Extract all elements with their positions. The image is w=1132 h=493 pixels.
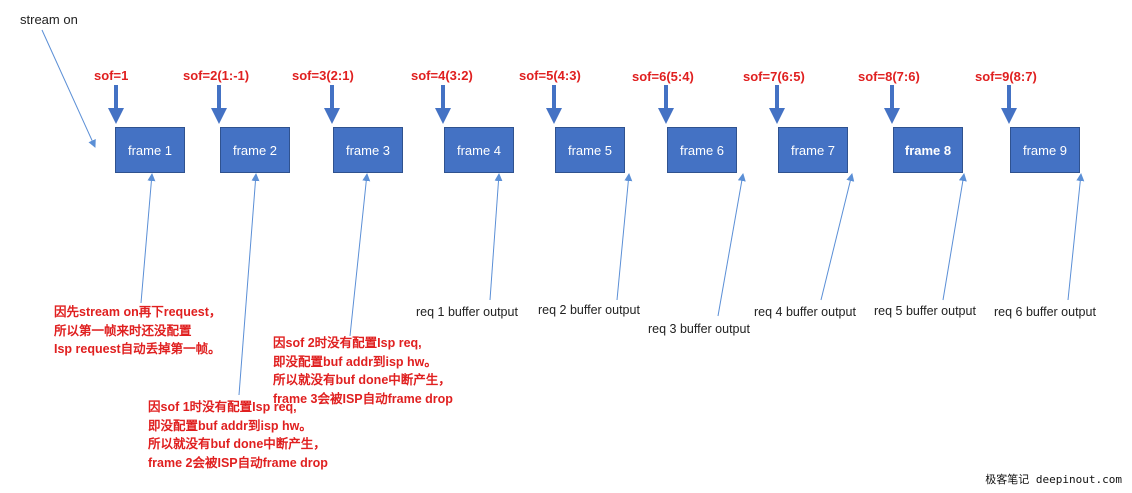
frame-label-2: frame 2: [232, 142, 278, 158]
sof-label-9: sof=9(8:7): [975, 69, 1037, 84]
frame-box-8: frame 8: [893, 127, 963, 173]
req-label-3: req 3 buffer output: [648, 322, 750, 336]
frame-label-1: frame 1: [127, 142, 173, 158]
frame-box-1: frame 1: [115, 127, 185, 173]
sof-label-7: sof=7(6:5): [743, 69, 805, 84]
note-frame-2: 因sof 1时没有配置Isp req, 即没配置buf addr到isp hw。…: [148, 398, 328, 472]
frame-label-8: frame 8: [904, 142, 952, 158]
note-frame-1: 因先stream on再下request， 所以第一帧来时还没配置 Isp re…: [54, 303, 221, 359]
req-label-2: req 2 buffer output: [538, 303, 640, 317]
note-frame-2-line-4: frame 2会被ISP自动frame drop: [148, 455, 328, 470]
req-label-6: req 6 buffer output: [994, 305, 1096, 319]
req-arrow-frame-6: [717, 173, 746, 317]
note-arrow-frame-3: [349, 173, 371, 337]
frame-box-9: frame 9: [1010, 127, 1080, 173]
sof-label-5: sof=5(4:3): [519, 68, 581, 83]
frame-box-7: frame 7: [778, 127, 848, 173]
req-label-5: req 5 buffer output: [874, 304, 976, 318]
note-arrow-frame-1: [140, 173, 156, 304]
sof-label-1: sof=1: [94, 68, 129, 83]
note-frame-3-line-4: frame 3会被ISP自动frame drop: [273, 391, 453, 406]
frame-label-6: frame 6: [679, 142, 725, 158]
frame-box-3: frame 3: [333, 127, 403, 173]
sof-label-4: sof=4(3:2): [411, 68, 473, 83]
req-arrow-frame-5: [616, 173, 633, 301]
note-frame-2-line-3: 所以就没有buf done中断产生，: [148, 437, 326, 451]
note-frame-1-line-3: Isp request自动丢掉第一帧。: [54, 342, 221, 356]
note-frame-2-line-1: 因sof 1时没有配置Isp req,: [148, 400, 297, 414]
note-frame-3-line-1: 因sof 2时没有配置Isp req,: [273, 336, 422, 350]
stream-on-arrow: [41, 29, 96, 148]
frame-box-2: frame 2: [220, 127, 290, 173]
note-frame-3-line-3: 所以就没有buf done中断产生，: [273, 373, 451, 387]
note-frame-3-line-2: 即没配置buf addr到isp hw。: [273, 354, 437, 369]
sof-label-3: sof=3(2:1): [292, 68, 354, 83]
frame-box-5: frame 5: [555, 127, 625, 173]
note-frame-1-line-1: 因先stream on再下request，: [54, 305, 222, 319]
frame-label-3: frame 3: [345, 142, 391, 158]
watermark: 极客笔记 deepinout.com: [985, 473, 1122, 486]
note-frame-2-line-2: 即没配置buf addr到isp hw。: [148, 418, 312, 433]
req-arrow-frame-4: [489, 173, 503, 301]
req-arrow-frame-9: [1067, 173, 1085, 301]
frame-label-9: frame 9: [1022, 142, 1068, 158]
frame-label-5: frame 5: [567, 142, 613, 158]
sof-label-6: sof=6(5:4): [632, 69, 694, 84]
frame-label-7: frame 7: [790, 142, 836, 158]
note-arrow-frame-2: [238, 173, 260, 396]
frame-box-6: frame 6: [667, 127, 737, 173]
note-frame-1-line-2: 所以第一帧来时还没配置: [54, 323, 192, 338]
sof-label-8: sof=8(7:6): [858, 69, 920, 84]
req-arrow-frame-7: [820, 173, 855, 301]
req-arrow-frame-8: [942, 173, 967, 301]
req-label-4: req 4 buffer output: [754, 305, 856, 319]
frame-box-4: frame 4: [444, 127, 514, 173]
note-frame-3: 因sof 2时没有配置Isp req, 即没配置buf addr到isp hw。…: [273, 334, 453, 408]
stream-on-label: stream on: [20, 12, 78, 27]
frame-label-4: frame 4: [456, 142, 502, 158]
req-label-1: req 1 buffer output: [416, 305, 518, 319]
sof-label-2: sof=2(1:-1): [183, 68, 250, 83]
